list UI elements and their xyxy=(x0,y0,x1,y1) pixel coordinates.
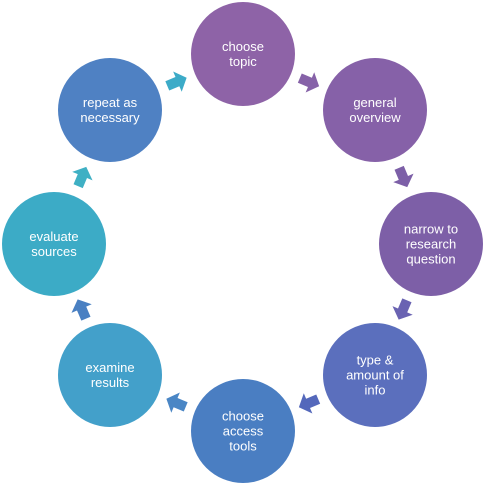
node-label-line: question xyxy=(406,252,455,267)
node-label-line: info xyxy=(365,383,386,398)
node-label-line: type & xyxy=(357,353,394,368)
node-label-line: evaluate xyxy=(29,229,78,244)
node-label-line: access xyxy=(223,424,264,439)
node-label-line: tools xyxy=(229,439,257,454)
node-label-line: choose xyxy=(222,409,264,424)
node-label-line: topic xyxy=(229,54,257,69)
arrow-general-overview-to-narrow-to-research-question xyxy=(393,165,414,188)
arrow-choose-access-tools-to-examine-results xyxy=(166,392,188,413)
arrow-examine-results-to-evaluate-sources xyxy=(71,299,92,321)
node-circle xyxy=(58,323,162,427)
arrow-narrow-to-research-question-to-type-amount-of-info xyxy=(392,298,413,320)
node-circle xyxy=(191,379,295,483)
node-label-line: examine xyxy=(85,360,134,375)
arrows-layer xyxy=(71,71,414,414)
arrow-repeat-as-necessary-to-choose-topic xyxy=(165,71,187,92)
node-label-line: repeat as xyxy=(83,95,138,110)
node-label-line: necessary xyxy=(80,110,140,125)
node-circle xyxy=(323,58,427,162)
node-label-line: narrow to xyxy=(404,222,458,237)
node-label-line: amount of xyxy=(346,368,404,383)
node-label-line: choose xyxy=(222,39,264,54)
node-circle xyxy=(379,192,483,296)
node-label-line: research xyxy=(406,237,457,252)
node-label-line: sources xyxy=(31,244,77,259)
node-circle xyxy=(2,192,106,296)
node-circle xyxy=(191,2,295,106)
node-label-line: overview xyxy=(349,110,401,125)
arrow-choose-topic-to-general-overview xyxy=(297,72,320,93)
node-circle xyxy=(58,58,162,162)
node-label-line: general xyxy=(353,95,396,110)
arrow-type-amount-of-info-to-choose-access-tools xyxy=(298,393,321,414)
node-circle xyxy=(323,323,427,427)
arrow-evaluate-sources-to-repeat-as-necessary xyxy=(72,166,93,189)
node-label-line: results xyxy=(91,375,130,390)
